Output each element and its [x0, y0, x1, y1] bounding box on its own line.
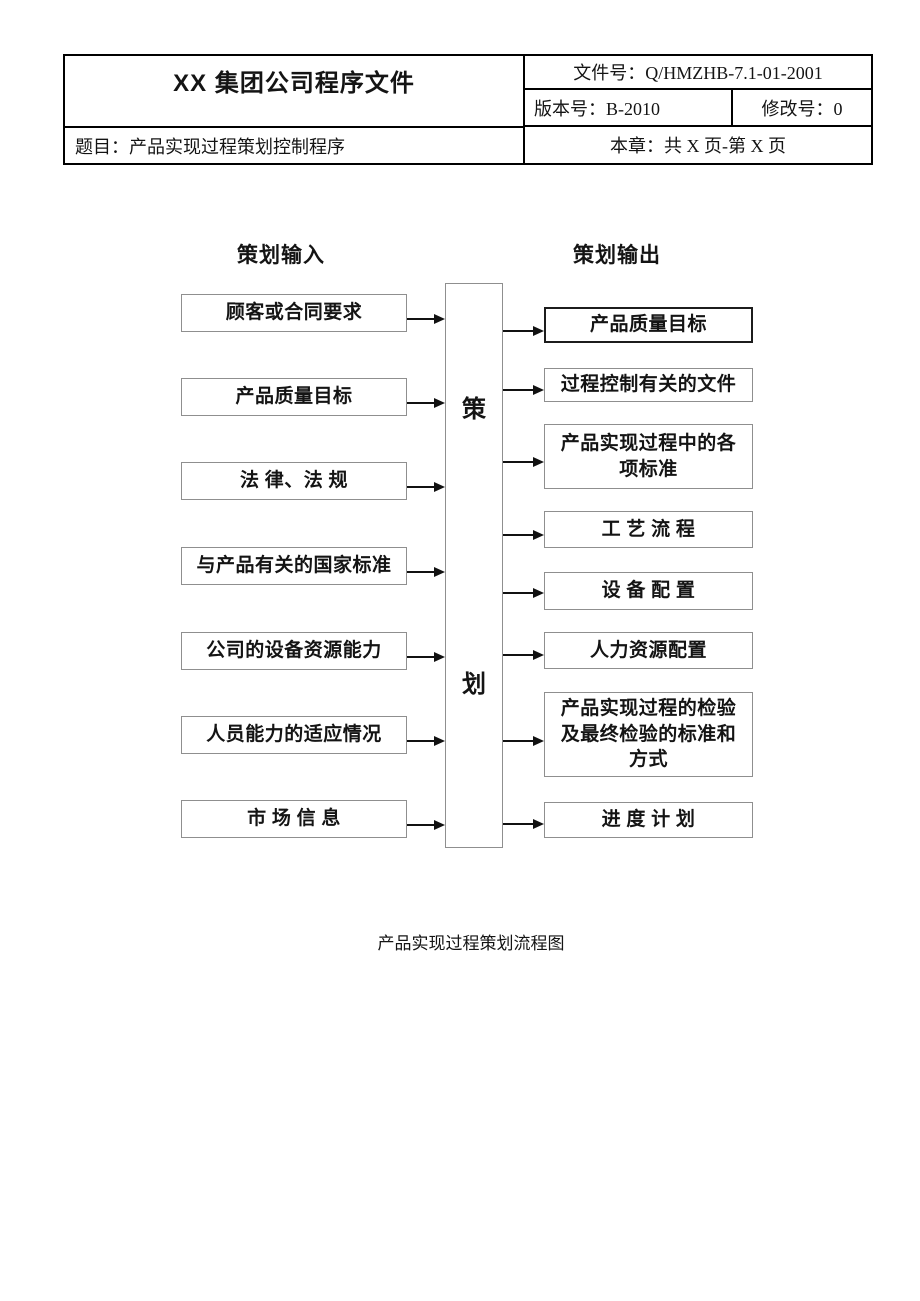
- flowchart-caption: 产品实现过程策划流程图: [377, 934, 565, 953]
- output-box-process-control-docs: 过程控制有关的文件: [544, 368, 753, 402]
- planning-char-bottom: 划: [462, 672, 486, 698]
- flow-arrow-input-7: [407, 824, 434, 826]
- input-box-national-standards: 与产品有关的国家标准: [181, 547, 407, 585]
- doc-subject: 题目：产品实现过程策划控制程序: [75, 136, 345, 157]
- flow-arrow-input-1: [407, 318, 434, 320]
- flow-arrow-input-3: [407, 486, 434, 488]
- flow-arrow-input-4: [407, 571, 434, 573]
- input-box-laws-regulations: 法 律、法 规: [181, 462, 407, 500]
- planning-char-top: 策: [462, 397, 486, 423]
- flow-arrow-input-2: [407, 402, 434, 404]
- input-box-customer-contract: 顾客或合同要求: [181, 294, 407, 332]
- header-table-right-column: 文件号：Q/HMZHB-7.1-01-2001 版本号：B-2010 修改号：0…: [525, 56, 871, 163]
- flow-arrow-output-5: [503, 592, 533, 594]
- output-box-process-flow: 工 艺 流 程: [544, 511, 753, 548]
- output-box-equipment-allocation: 设 备 配 置: [544, 572, 753, 610]
- flow-arrow-output-2: [503, 389, 533, 391]
- planning-center-box: 策 划: [445, 283, 503, 848]
- flow-arrow-output-1: [503, 330, 533, 332]
- flow-arrow-input-5: [407, 656, 434, 658]
- flow-arrow-output-7: [503, 740, 533, 742]
- output-box-schedule-plan: 进 度 计 划: [544, 802, 753, 838]
- version-revision-row: 版本号：B-2010 修改号：0: [525, 90, 871, 127]
- output-box-quality-goal: 产品质量目标: [544, 307, 753, 343]
- doc-number: 文件号：Q/HMZHB-7.1-01-2001: [525, 56, 871, 90]
- doc-revision: 修改号：0: [761, 98, 843, 119]
- flow-arrow-output-8: [503, 823, 533, 825]
- planning-output-header: 策划输出: [573, 244, 661, 267]
- input-box-market-info: 市 场 信 息: [181, 800, 407, 838]
- input-box-quality-goal: 产品质量目标: [181, 378, 407, 416]
- input-box-personnel-capability: 人员能力的适应情况: [181, 716, 407, 754]
- header-table-left-column: XX 集团公司程序文件 题目：产品实现过程策划控制程序: [65, 56, 525, 163]
- document-header-table: XX 集团公司程序文件 题目：产品实现过程策划控制程序 文件号：Q/HMZHB-…: [63, 54, 873, 165]
- flow-arrow-input-6: [407, 740, 434, 742]
- output-box-process-standards: 产品实现过程中的各 项标准: [544, 424, 753, 489]
- planning-input-header: 策划输入: [237, 244, 325, 267]
- doc-version: 版本号：B-2010: [525, 90, 733, 125]
- flow-arrow-output-6: [503, 654, 533, 656]
- input-box-equipment-capability: 公司的设备资源能力: [181, 632, 407, 670]
- flow-arrow-output-3: [503, 461, 533, 463]
- company-doc-title: XX 集团公司程序文件: [65, 56, 523, 128]
- output-box-hr-allocation: 人力资源配置: [544, 632, 753, 669]
- flow-arrow-output-4: [503, 534, 533, 536]
- output-box-inspection-standards: 产品实现过程的检验 及最终检验的标准和 方式: [544, 692, 753, 777]
- doc-page-count: 本章：共 X 页-第 X 页: [610, 136, 786, 156]
